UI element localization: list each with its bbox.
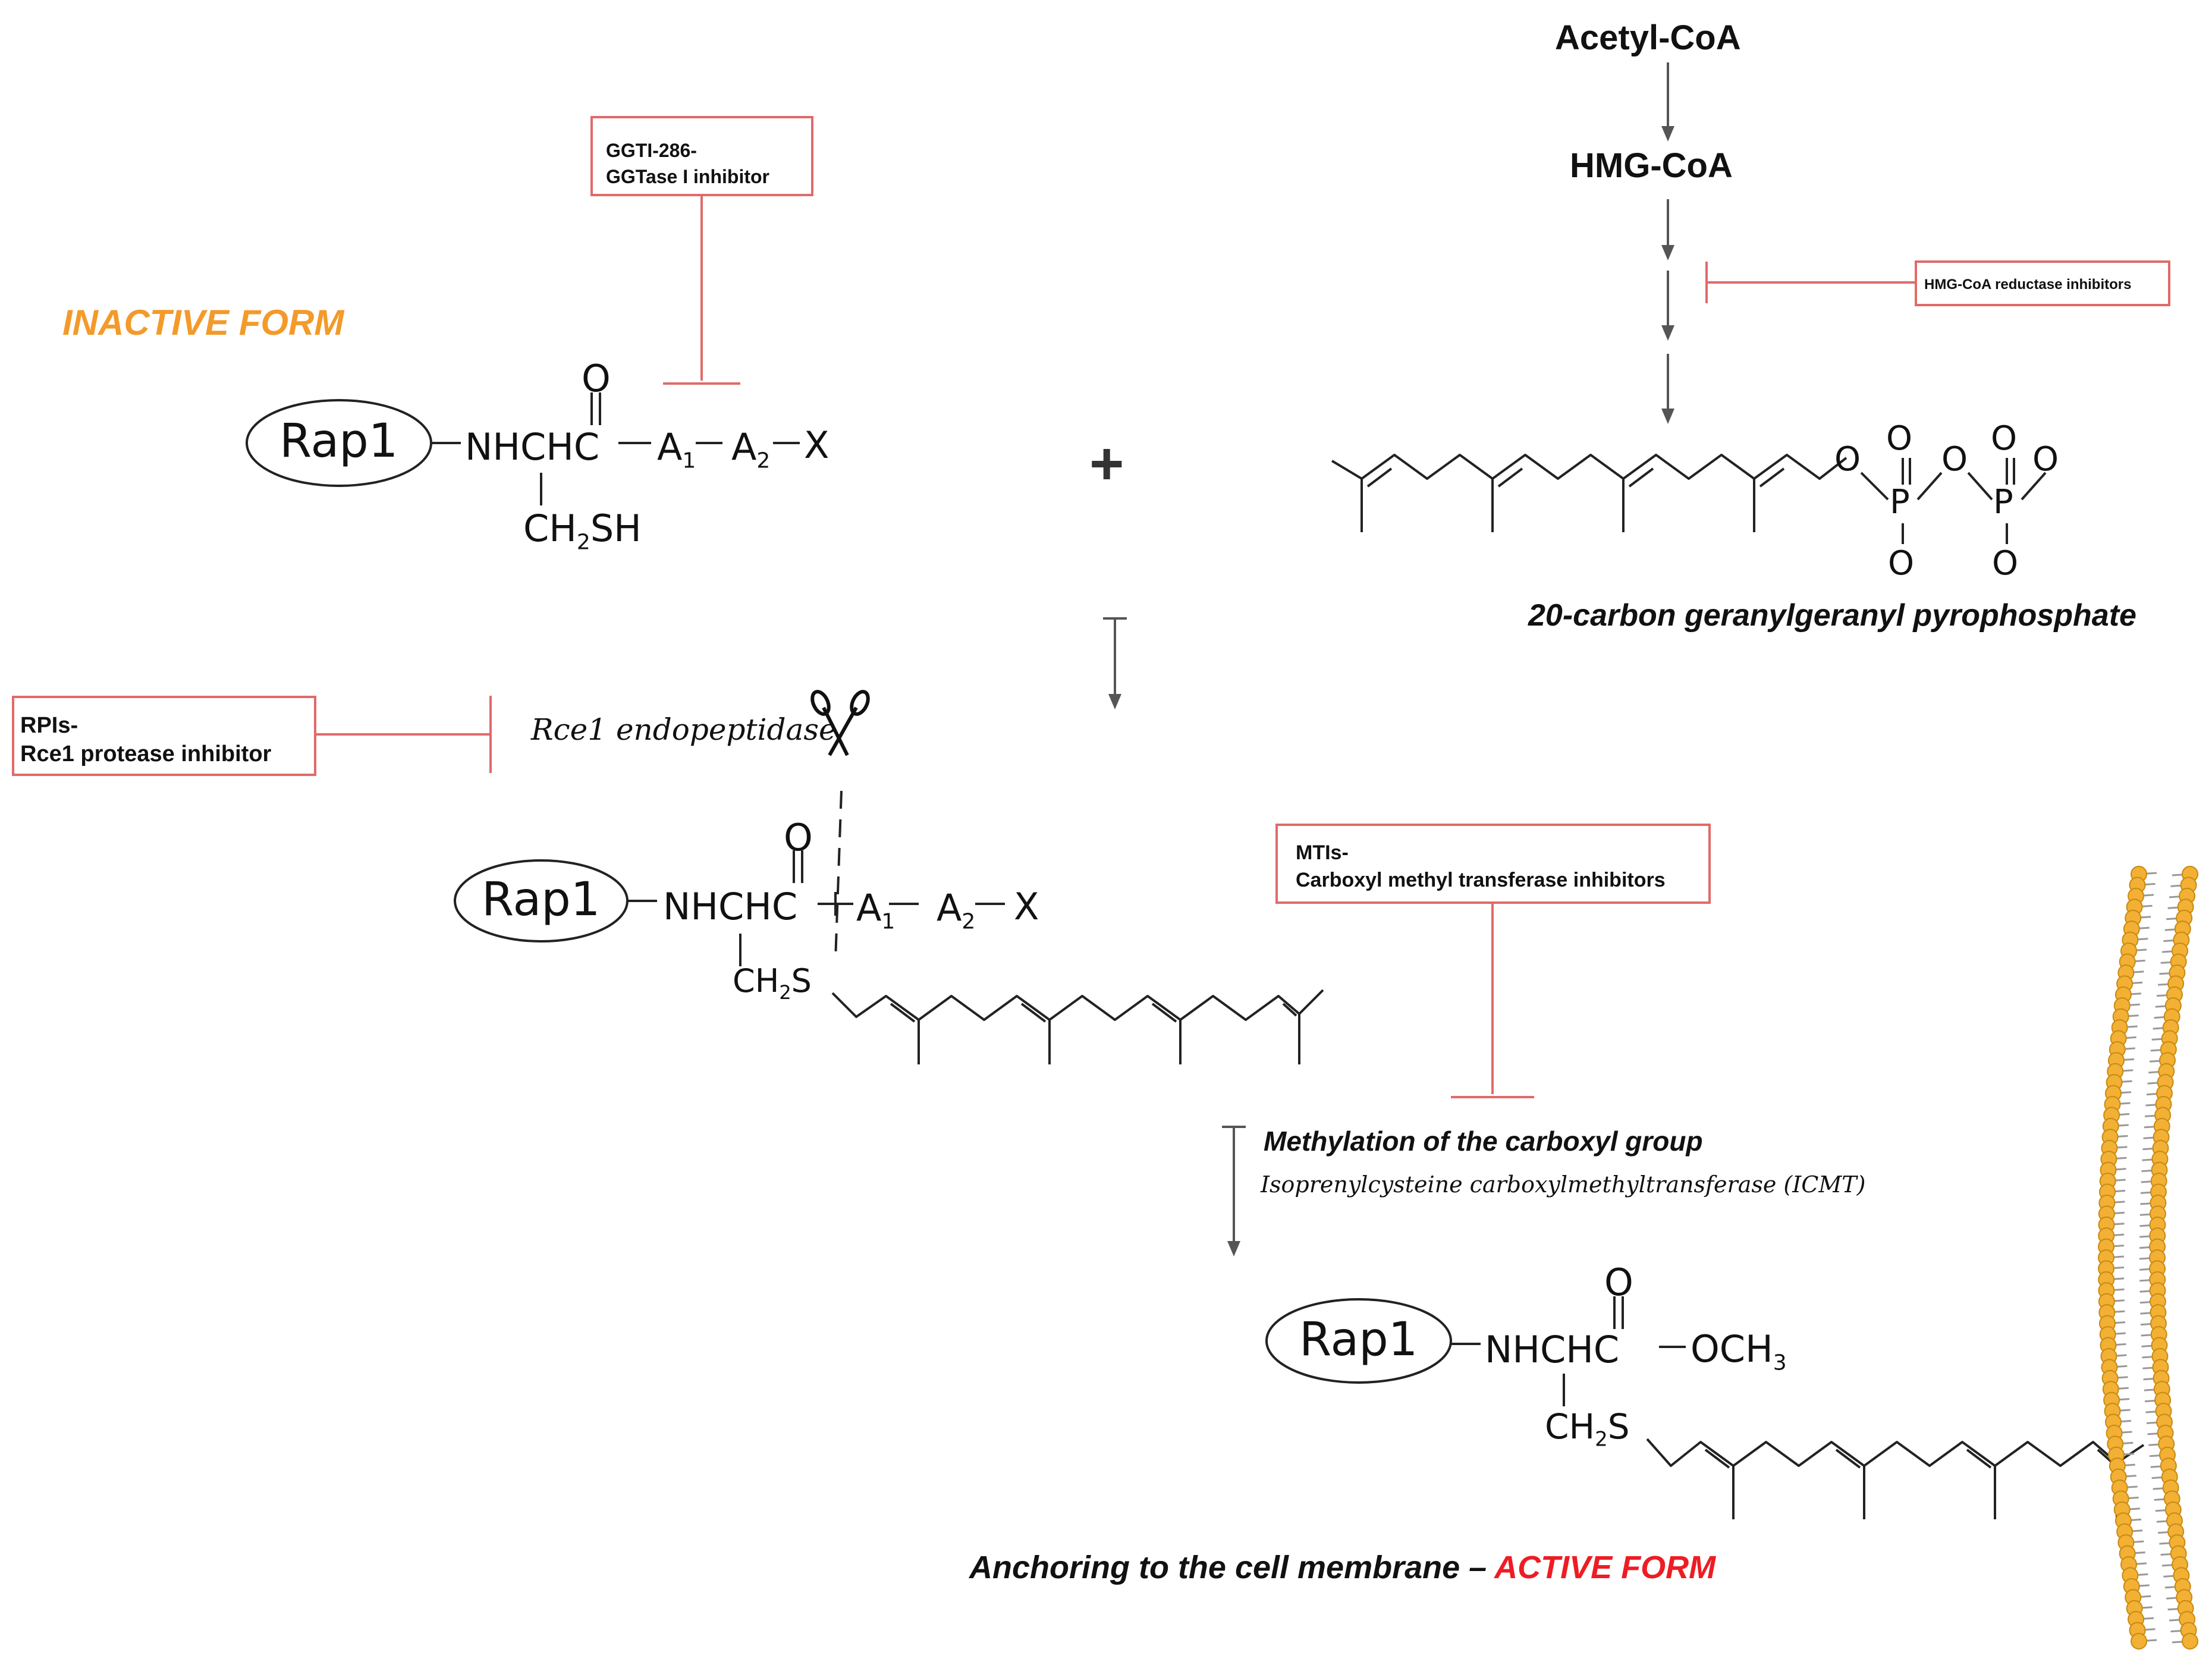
cleavage-line [834, 790, 843, 961]
acetyl-coa-label: Acetyl-CoA [1555, 18, 1741, 57]
hmg-coa-label: HMG-CoA [1570, 146, 1733, 185]
inactive-form-label: INACTIVE FORM [62, 303, 344, 343]
active-form-label: ACTIVE FORM [1494, 1550, 1716, 1585]
ggpp-o-4: O [1991, 419, 2018, 458]
anchoring-text: Anchoring to the cell membrane – [969, 1550, 1495, 1585]
rpi-line-2: Rce1 protease inhibitor [20, 742, 272, 766]
a1-residue-1: A1 [657, 425, 696, 473]
ggti-line-2: GGTase I inhibitor [606, 166, 769, 187]
ggpp-o-3: O [1941, 440, 1968, 479]
ggpp-o-7: O [1992, 544, 2019, 583]
hmg-inhibitor-box: HMG-CoA reductase inhibitors [1915, 260, 2170, 306]
a1-residue-2: A1 [856, 886, 896, 934]
rap1-name-3: Rap1 [1299, 1313, 1418, 1366]
nhchc-1: NHCHC [465, 425, 600, 469]
rap1-name-1: Rap1 [279, 414, 398, 468]
scissors-icon [810, 690, 870, 756]
cell-membrane [2098, 866, 2198, 1650]
hmg-line-1: HMG-CoA reductase inhibitors [1924, 277, 2132, 293]
lipid-head [2131, 1633, 2147, 1650]
rap1-active-structure [1265, 1296, 2145, 1519]
ggti-inhibition [663, 196, 740, 385]
rpi-inhibitor-box: RPIs- Rce1 protease inhibitor [12, 696, 316, 776]
nhchc-3: NHCHC [1485, 1328, 1620, 1371]
nhchc-2: NHCHC [663, 885, 798, 928]
x-residue-1: X [804, 423, 830, 467]
arrow-prenylation [1103, 617, 1127, 709]
a2-residue-1: A2 [731, 425, 771, 473]
rpi-inhibition [315, 696, 492, 773]
ggpp-o-2: O [1886, 419, 1913, 458]
ch2s-group-1: CH2S [733, 962, 812, 1004]
ggpp-p-1: P [1890, 483, 1910, 522]
methylation-label: Methylation of the carboxyl group [1264, 1126, 1703, 1157]
ggpp-o-5: O [2032, 440, 2059, 479]
anchoring-caption: Anchoring to the cell membrane – ACTIVE … [969, 1549, 1715, 1586]
ggpp-o-6: O [1888, 544, 1915, 583]
carbonyl-o-3: O [1604, 1261, 1633, 1304]
ch2s-group-2: CH2S [1545, 1406, 1630, 1452]
mti-line-1: MTIs- [1296, 841, 1349, 864]
rpi-line-1: RPIs- [20, 713, 78, 738]
mti-line-2: Carboxyl methyl transferase inhibitors [1296, 869, 1666, 891]
ch2sh-group: CH2SH [523, 507, 642, 555]
a2-residue-2: A2 [937, 886, 976, 934]
x-residue-2: X [1014, 885, 1039, 928]
rap1-prenylated-structure [454, 850, 1324, 1064]
arrow-methylation [1222, 1126, 1246, 1256]
lipid-head [2182, 1633, 2198, 1650]
carbonyl-o-1: O [582, 357, 611, 400]
rap1-inactive-structure [246, 392, 800, 505]
ggti-inhibitor-box: GGTI-286- GGTase I inhibitor [590, 116, 813, 196]
rce1-label: Rce1 endopeptidase [531, 712, 837, 747]
icmt-label: Isoprenylcysteine carboxylmethyltransfer… [1261, 1171, 1866, 1198]
ggpp-structure [1331, 454, 2047, 544]
mti-inhibition [1451, 904, 1534, 1098]
ggpp-label: 20-carbon geranylgeranyl pyrophosphate [1528, 598, 2136, 633]
ggpp-o-1: O [1834, 440, 1861, 479]
plus-sign: + [1089, 431, 1124, 497]
ggpp-p-2: P [1993, 483, 2013, 522]
hmg-inhibition [1705, 262, 1933, 303]
mti-inhibitor-box: MTIs- Carboxyl methyl transferase inhibi… [1275, 824, 1711, 904]
rap1-ellipse-3 [1265, 1298, 1452, 1384]
carbonyl-o-2: O [784, 816, 813, 859]
och3-group: OCH3 [1691, 1327, 1787, 1375]
ggti-line-1: GGTI-286- [606, 140, 697, 161]
rap1-name-2: Rap1 [482, 873, 601, 926]
